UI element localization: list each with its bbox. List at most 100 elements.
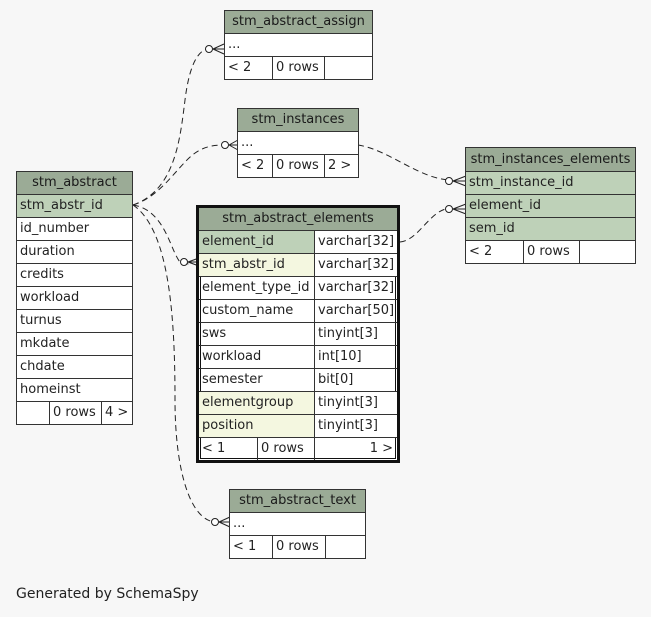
crowfoot-mark (228, 139, 239, 151)
link-end-circle (180, 258, 188, 266)
table-stm-instances[interactable]: stm_instances ... < 2 0 rows 2 > (237, 108, 359, 178)
table-title: stm_abstract_elements (199, 208, 397, 231)
link-abstract-text (132, 204, 216, 523)
column-type: tinyint[3] (314, 392, 397, 414)
table-row-foreign-key: position tinyint[3] (199, 415, 397, 438)
column-name: sws (202, 326, 227, 341)
link-end-circle (221, 141, 229, 149)
footer-parents: < 2 (241, 158, 265, 173)
table-row: chdate (17, 356, 132, 379)
table-row: workload (17, 287, 132, 310)
footer-children: 2 > (324, 155, 358, 177)
table-row: sws tinyint[3] (199, 323, 397, 346)
table-footer: < 2 0 rows (466, 241, 635, 263)
column-name: custom_name (202, 303, 294, 318)
column-name: ... (233, 516, 246, 531)
column-type: varchar[50] (314, 300, 397, 322)
table-row-foreign-key: elementgroup tinyint[3] (199, 392, 397, 415)
column-name: homeinst (20, 382, 81, 397)
table-row: ... (230, 513, 365, 536)
table-footer: < 2 0 rows 2 > (238, 155, 358, 177)
table-row-foreign-key: stm_abstr_id varchar[32] (199, 254, 397, 277)
table-row: duration (17, 241, 132, 264)
column-name: stm_instance_id (469, 175, 574, 190)
table-title: stm_instances_elements (466, 148, 635, 172)
column-name: element_id (202, 234, 274, 249)
column-name: mkdate (20, 336, 70, 351)
table-row-primary-key: stm_instance_id (466, 172, 635, 195)
footer-row-count: 0 rows (272, 155, 324, 177)
footer-children (324, 57, 372, 79)
footer-row-count: 0 rows (49, 402, 101, 424)
generated-by-label: Generated by SchemaSpy (16, 586, 199, 602)
footer-children (325, 536, 365, 558)
link-end-circle (205, 45, 213, 53)
table-title: stm_abstract (17, 172, 132, 195)
column-name: workload (20, 290, 80, 305)
table-stm-abstract-text[interactable]: stm_abstract_text ... < 1 0 rows (229, 489, 366, 559)
column-type: tinyint[3] (314, 323, 397, 345)
crowfoot-mark (452, 203, 467, 215)
link-instance-id (357, 144, 453, 181)
footer-parents: < 1 (202, 441, 226, 456)
footer-row-count: 0 rows (523, 241, 579, 263)
table-title: stm_abstract_text (230, 490, 365, 513)
column-name: workload (202, 349, 262, 364)
table-stm-instances-elements[interactable]: stm_instances_elements stm_instance_id e… (465, 147, 636, 264)
table-row: ... (225, 34, 372, 57)
column-name: chdate (20, 359, 65, 374)
table-stm-abstract-elements[interactable]: stm_abstract_elements element_id varchar… (196, 205, 400, 463)
crowfoot-mark (212, 43, 225, 55)
column-name: duration (20, 244, 75, 259)
table-footer: < 1 0 rows (230, 536, 365, 558)
table-row: homeinst (17, 379, 132, 402)
table-row-primary-key: stm_abstr_id (17, 195, 132, 218)
link-element-id (399, 207, 453, 243)
footer-children (579, 241, 635, 263)
link-end-circle (211, 518, 219, 526)
table-row: custom_name varchar[50] (199, 300, 397, 323)
footer-children: 4 > (101, 402, 132, 424)
crowfoot-mark (452, 175, 467, 187)
column-name: credits (20, 267, 64, 282)
column-name: turnus (20, 313, 62, 328)
table-row: mkdate (17, 333, 132, 356)
link-instances (132, 144, 229, 206)
footer-parents (17, 402, 49, 424)
column-type: varchar[32] (314, 231, 397, 253)
column-name: position (202, 418, 254, 433)
column-name: stm_abstr_id (20, 198, 103, 213)
table-title: stm_abstract_assign (225, 11, 372, 34)
table-stm-abstract-assign[interactable]: stm_abstract_assign ... < 2 0 rows (224, 10, 373, 80)
link-abstract-assign (132, 47, 213, 206)
column-name: ... (241, 135, 254, 150)
table-footer: 0 rows 4 > (17, 402, 132, 424)
column-type: varchar[32] (314, 277, 397, 299)
footer-parents: < 2 (228, 60, 252, 75)
table-row-primary-key: element_id (466, 195, 635, 218)
table-row: workload int[10] (199, 346, 397, 369)
column-name: sem_id (469, 221, 515, 236)
table-row: element_type_id varchar[32] (199, 277, 397, 300)
table-row: ... (238, 132, 358, 155)
table-row: turnus (17, 310, 132, 333)
column-name: ... (228, 37, 241, 52)
table-row-primary-key: element_id varchar[32] (199, 231, 397, 254)
column-type: bit[0] (314, 369, 397, 391)
column-name: element_type_id (202, 280, 310, 295)
column-type: varchar[32] (314, 254, 397, 276)
link-end-circle (445, 177, 453, 185)
footer-parents: < 1 (233, 539, 257, 554)
table-row: semester bit[0] (199, 369, 397, 392)
column-name: element_id (469, 198, 541, 213)
table-row-primary-key: sem_id (466, 218, 635, 241)
table-footer: < 1 0 rows 1 > (199, 438, 397, 460)
column-type: int[10] (314, 346, 397, 368)
table-row: credits (17, 264, 132, 287)
link-end-circle (445, 205, 453, 213)
table-stm-abstract[interactable]: stm_abstract stm_abstr_id id_number dura… (16, 171, 133, 425)
column-name: semester (202, 372, 263, 387)
footer-parents: < 2 (469, 244, 493, 259)
table-footer: < 2 0 rows (225, 57, 372, 79)
